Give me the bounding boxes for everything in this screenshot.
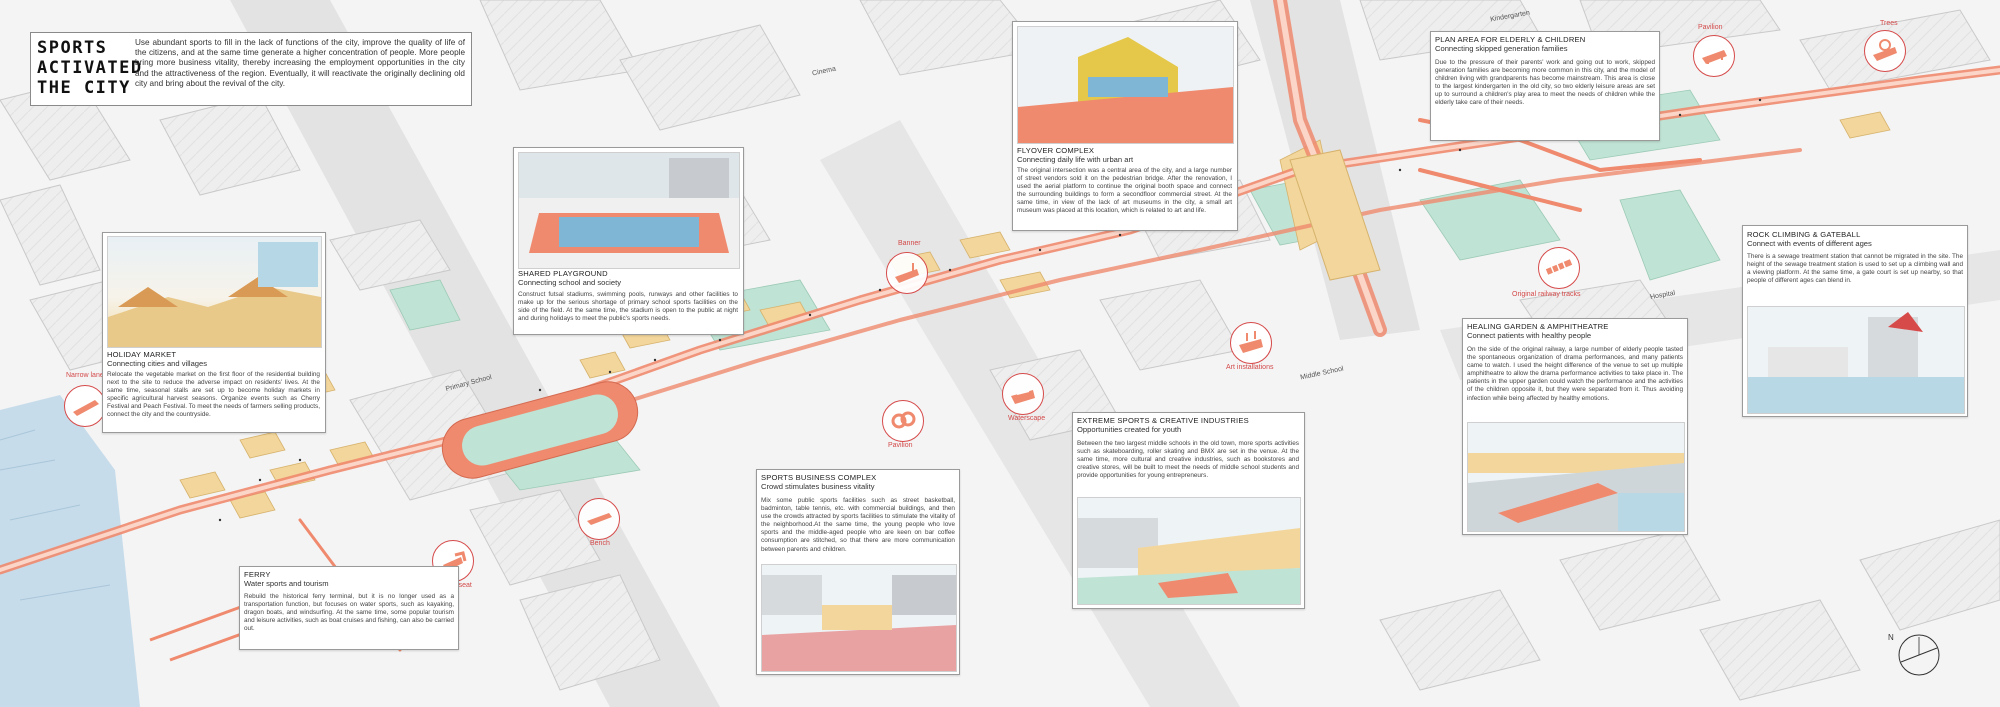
panel-shared-playground: SHARED PLAYGROUND Connecting school and … — [513, 147, 744, 335]
holiday-market-image — [107, 236, 322, 348]
panel-ferry: FERRY Water sports and tourism Rebuild t… — [239, 566, 459, 650]
compass-icon — [1898, 634, 1940, 676]
extreme-sports-image — [1077, 497, 1301, 605]
title-line-3: THE CITY — [37, 78, 131, 98]
panel-extreme-sports: EXTREME SPORTS & CREATIVE INDUSTRIES Opp… — [1072, 412, 1305, 609]
art-installations-icon — [1230, 322, 1272, 364]
panel-flyover-complex: FLYOVER COMPLEX Connecting daily life wi… — [1012, 21, 1238, 231]
rock-climbing-subtitle: Connect with events of different ages — [1747, 239, 1872, 248]
plan-area-subtitle: Connecting skipped generation families — [1435, 44, 1568, 53]
plan-area-body: Due to the pressure of their parents' wo… — [1435, 59, 1655, 107]
banner-label: Banner — [898, 240, 921, 247]
healing-garden-image — [1467, 422, 1685, 532]
flyover-complex-body: The original intersection was a central … — [1017, 167, 1232, 215]
flyover-complex-title: FLYOVER COMPLEX — [1017, 146, 1095, 155]
title-description: Use abundant sports to fill in the lack … — [135, 38, 465, 88]
flyover-complex-image — [1017, 26, 1234, 144]
narrow-lane-label: Narrow lane — [66, 372, 104, 379]
compass-label: N — [1888, 633, 1894, 642]
healing-garden-title: HEALING GARDEN & AMPHITHEATRE — [1467, 322, 1609, 331]
panel-rock-climbing: ROCK CLIMBING & GATEBALL Connect with ev… — [1742, 225, 1968, 417]
healing-garden-body: On the side of the original railway, a l… — [1467, 346, 1683, 402]
shared-playground-body: Construct futsal stadiums, swimming pool… — [518, 291, 738, 323]
shared-playground-image — [518, 152, 740, 269]
ferry-body: Rebuild the historical ferry terminal, b… — [244, 593, 454, 633]
panel-sports-business: SPORTS BUSINESS COMPLEX Crowd stimulates… — [756, 469, 960, 675]
panel-holiday-market: HOLIDAY MARKET Connecting cities and vil… — [102, 232, 326, 433]
flyover-complex-subtitle: Connecting daily life with urban art — [1017, 155, 1134, 164]
waterscape-label: Waterscape — [1008, 415, 1046, 422]
pavilion-top-icon — [1693, 35, 1735, 77]
panel-healing-garden: HEALING GARDEN & AMPHITHEATRE Connect pa… — [1462, 318, 1688, 535]
sports-business-subtitle: Crowd stimulates business vitality — [761, 482, 875, 491]
art-installations-label: Art installations — [1226, 364, 1274, 371]
pavilion-top-label: Pavilion — [1698, 24, 1723, 31]
pavilion-icon — [882, 400, 924, 442]
extreme-sports-subtitle: Opportunities created for youth — [1077, 425, 1182, 434]
extreme-sports-title: EXTREME SPORTS & CREATIVE INDUSTRIES — [1077, 416, 1249, 425]
holiday-market-subtitle: Connecting cities and villages — [107, 359, 208, 368]
shared-playground-subtitle: Connecting school and society — [518, 278, 622, 287]
ferry-title: FERRY — [244, 570, 271, 579]
holiday-market-title: HOLIDAY MARKET — [107, 350, 177, 359]
plan-area-title: PLAN AREA FOR ELDERLY & CHILDREN — [1435, 35, 1586, 44]
title-block: SPORTS ACTIVATED THE CITY Use abundant s… — [30, 32, 472, 106]
bench-label: Bench — [590, 540, 610, 547]
title-line-1: SPORTS — [37, 38, 108, 58]
sports-business-title: SPORTS BUSINESS COMPLEX — [761, 473, 877, 482]
healing-garden-subtitle: Connect patients with healthy people — [1467, 331, 1592, 340]
banner-icon — [886, 252, 928, 294]
north-compass: N — [1888, 632, 1942, 678]
trees-icon — [1864, 30, 1906, 72]
bench-icon — [578, 498, 620, 540]
pavilion-label: Pavilion — [888, 442, 913, 449]
title-line-2: ACTIVATED — [37, 58, 143, 78]
narrow-lane-icon — [64, 385, 106, 427]
sports-business-image — [761, 564, 957, 672]
sports-business-body: Mix some public sports facilities such a… — [761, 497, 955, 553]
rock-climbing-title: ROCK CLIMBING & GATEBALL — [1747, 230, 1861, 239]
rock-climbing-image — [1747, 306, 1965, 414]
trees-label: Trees — [1880, 20, 1898, 27]
shared-playground-title: SHARED PLAYGROUND — [518, 269, 608, 278]
rock-climbing-body: There is a sewage treatment station that… — [1747, 253, 1963, 285]
holiday-market-body: Relocate the vegetable market on the fir… — [107, 371, 320, 419]
ferry-subtitle: Water sports and tourism — [244, 579, 329, 588]
panel-plan-area: PLAN AREA FOR ELDERLY & CHILDREN Connect… — [1430, 31, 1660, 141]
original-railway-tracks-icon — [1538, 247, 1580, 289]
waterscape-icon — [1002, 373, 1044, 415]
extreme-sports-body: Between the two largest middle schools i… — [1077, 440, 1299, 480]
original-railway-tracks-label: Original railway tracks — [1512, 291, 1581, 298]
